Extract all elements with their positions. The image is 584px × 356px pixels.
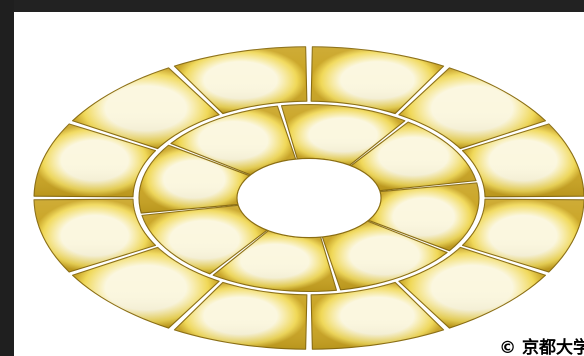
mirror-segments-group bbox=[34, 47, 584, 349]
central-aperture bbox=[237, 158, 381, 237]
segmented-mirror-diagram bbox=[14, 12, 584, 356]
copyright-credit: © 京都大学 bbox=[499, 338, 584, 356]
diagram-panel: © 京都大学 bbox=[14, 12, 584, 356]
